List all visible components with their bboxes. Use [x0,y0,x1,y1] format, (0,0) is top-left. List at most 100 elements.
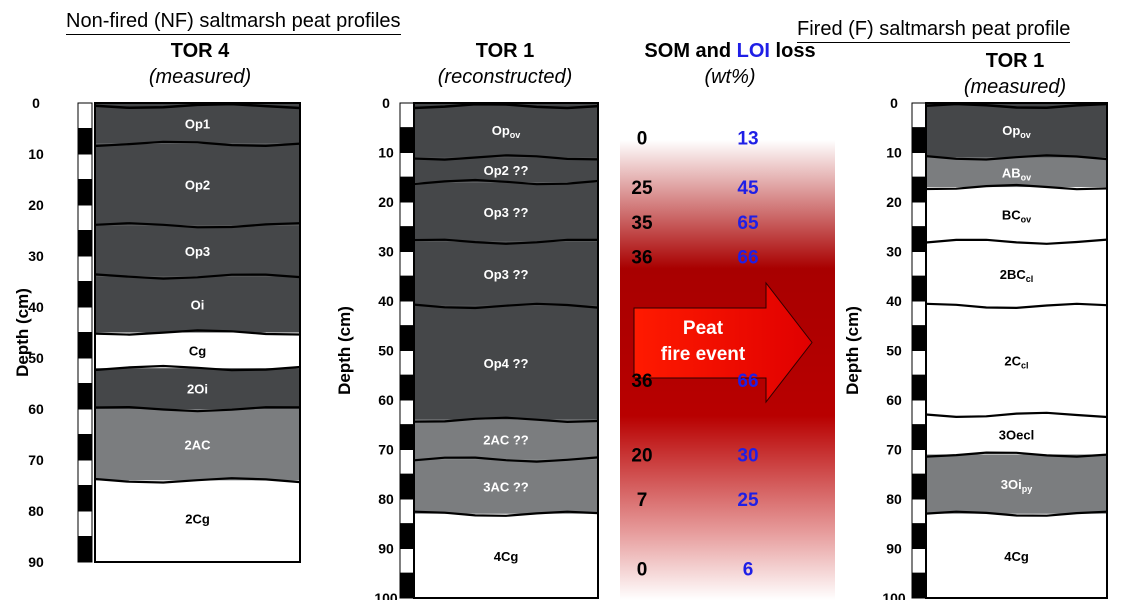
horizon-layer [414,459,598,514]
depth-scale-segment [77,459,93,486]
horizon-label: Op1 [185,116,210,131]
arrow-label-line1: Peat [683,318,724,339]
depth-scale-segment [399,300,415,327]
depth-scale-segment [399,449,415,475]
depth-tick-label: 90 [886,541,902,557]
horizon-layer [926,157,1107,188]
depth-tick-label: 0 [382,95,390,111]
horizon-label: 4Cg [494,549,519,564]
depth-tick-label: 90 [378,541,394,557]
profile-panel-tor4: Depth (cm)0102030405060708090Op1Op2Op3Oi… [13,95,301,570]
horizon-layer [95,276,300,333]
depth-scale-segment [911,350,927,376]
depth-scale-segment [399,473,415,500]
depth-scale-segment [399,572,415,599]
depth-scale-segment [77,102,93,129]
depth-scale-segment [399,275,415,302]
depth-tick-label: 70 [378,442,394,458]
y-axis-label: Depth (cm) [335,306,354,395]
loi-value: 25 [737,490,759,511]
depth-tick-label: 30 [378,244,394,260]
depth-scale-segment [911,226,927,252]
depth-scale-segment [399,325,415,351]
depth-tick-label: 30 [886,244,902,260]
profile-outline [94,102,301,563]
profile-subtitle-tor1-measured: (measured) [963,76,1067,98]
depth-tick-label: 60 [378,392,394,408]
profile-subtitle-tor4: (measured) [148,66,252,88]
depth-scale-segment [399,374,415,401]
depth-scale-segment [399,523,415,549]
depth-scale-segment [911,201,927,228]
horizon-boundary [94,273,301,280]
horizon-label: Opov [492,123,521,140]
depth-scale-segment [911,325,927,351]
loi-value: 45 [737,178,759,199]
fired-header: Fired (F) saltmarsh peat profile [797,18,1071,43]
horizon-label: BCov [1002,207,1031,224]
depth-tick-label: 60 [886,392,902,408]
loi-value: 66 [737,247,758,268]
depth-tick-label: 100 [882,590,906,600]
horizon-layer [926,454,1107,514]
som-value: 0 [637,129,648,150]
horizon-layer [414,419,598,460]
depth-tick-label: 50 [886,343,902,359]
profile-title-tor1-measured: TOR 1 [985,50,1045,72]
depth-scale-segment [911,127,927,153]
profile-outline [413,102,599,599]
depth-scale-segment [399,176,415,203]
loi-value: 6 [743,559,754,580]
horizon-label: Op3 ?? [484,205,529,220]
horizon-label: Cg [189,343,206,358]
depth-scale-segment [911,275,927,302]
horizon-boundary [925,411,1108,419]
arrow-label-line2: fire event [661,344,746,365]
horizon-layer [95,332,300,369]
horizon-label: 2AC ?? [483,433,529,448]
depth-scale-segment [911,300,927,327]
horizon-label: 2Cg [185,512,210,527]
depth-scale-segment [911,572,927,599]
profile-title-tor1-reconstructed: TOR 1 [475,40,535,62]
horizon-label: 2BCcl [1000,267,1034,284]
horizon-boundary [94,140,301,148]
horizon-boundary [413,302,599,310]
depth-scale-segment [399,226,415,252]
loi-value: 13 [737,129,758,150]
horizon-label: 2Oi [187,382,208,397]
depth-scale-segment [911,473,927,500]
som-value: 36 [631,247,652,268]
depth-scale-segment [399,548,415,574]
horizon-label: Oi [191,297,205,312]
som-value: 36 [631,371,652,392]
horizon-layer [95,480,300,557]
horizon-layer [95,409,300,481]
depth-scale-segment [77,536,93,563]
depth-scale-segment [77,357,93,384]
depth-tick-label: 20 [886,194,902,210]
horizon-boundary [413,154,599,161]
horizon-label: 3AC ?? [483,480,529,495]
depth-tick-label: 40 [378,293,394,309]
horizon-layer [926,103,1107,158]
depth-scale-segment [911,399,927,426]
depth-scale-segment [77,281,93,308]
depth-scale-segment [911,424,927,450]
depth-scale-segment [911,523,927,549]
depth-scale-segment [399,350,415,376]
depth-tick-label: 100 [374,590,398,600]
horizon-label: Op3 [185,244,210,259]
depth-scale-segment [77,485,93,512]
depth-tick-label: 10 [28,146,44,162]
horizon-label: Op2 ?? [484,163,529,178]
profile-outline [925,102,1108,599]
depth-tick-label: 80 [378,491,394,507]
depth-scale-segment [77,408,93,435]
horizon-boundary [413,416,599,424]
depth-scale-segment [77,434,93,461]
profile-panel-tor1-reconstructed: Depth (cm)0102030405060708090100OpovOp2 … [335,95,599,600]
horizon-layer [95,368,300,409]
